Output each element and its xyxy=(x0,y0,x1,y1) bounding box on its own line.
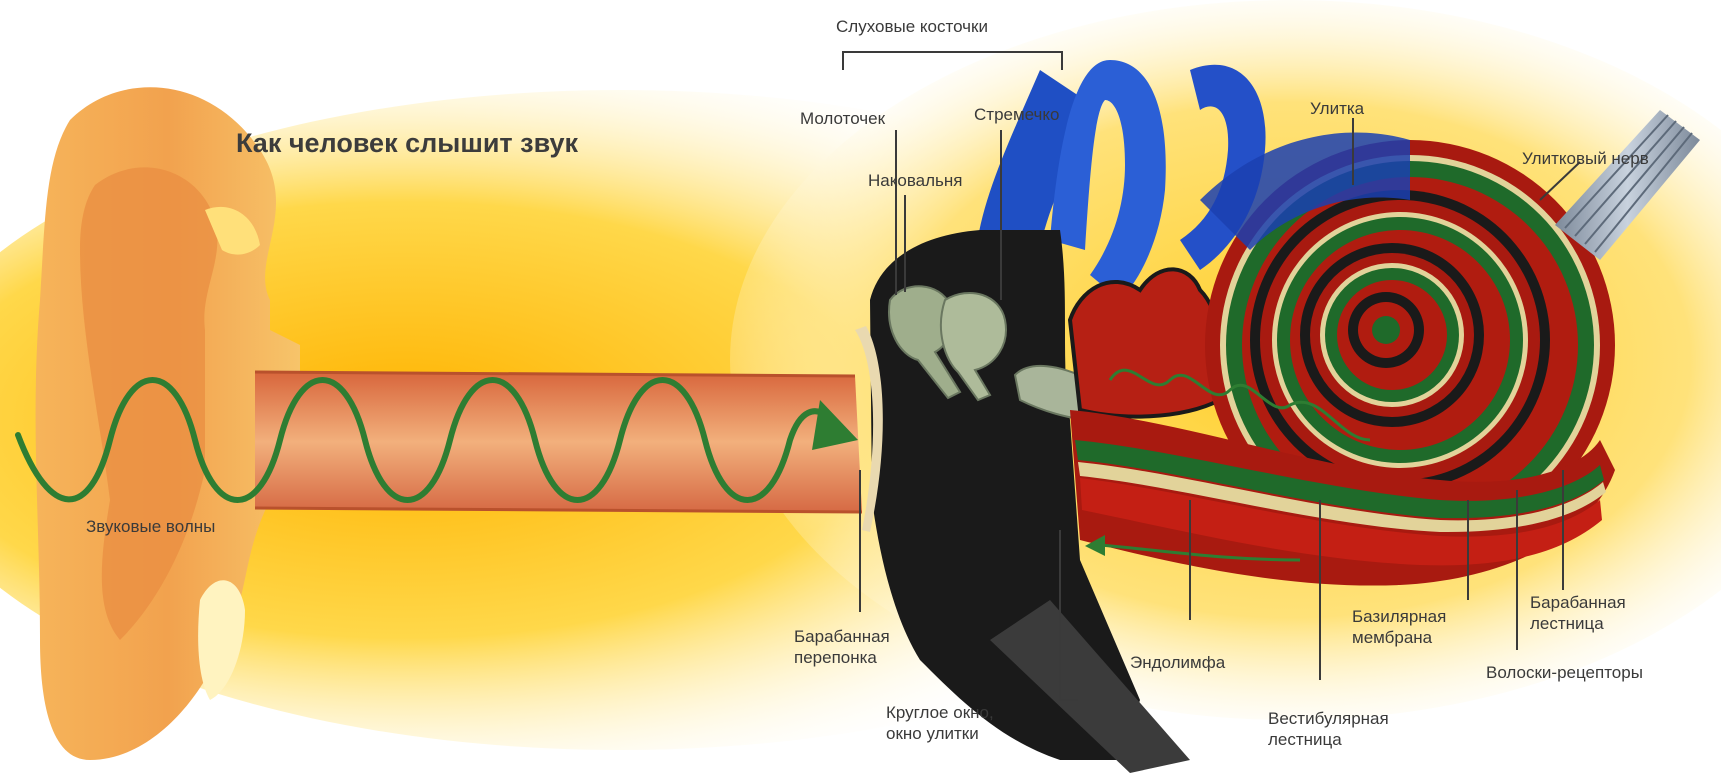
diagram-title: Как человек слышит звук xyxy=(236,128,578,159)
label-stapes: Стремечко xyxy=(974,104,1060,125)
label-cochlea: Улитка xyxy=(1310,98,1364,119)
label-tympanic-line-1: Барабанная xyxy=(1530,592,1626,613)
label-sound-waves: Звуковые волны xyxy=(86,516,215,537)
vestibule-chamber xyxy=(1070,269,1224,416)
label-eardrum-line-1: Барабанная xyxy=(794,626,890,647)
label-basilar-line-2: мембрана xyxy=(1352,627,1446,648)
label-vestibular-line-1: Вестибулярная xyxy=(1268,708,1389,729)
label-tympanic-scala: Барабанная лестница xyxy=(1530,592,1626,634)
label-round-window-line-1: Круглое окно, xyxy=(886,702,994,723)
label-endolymph: Эндолимфа xyxy=(1130,652,1225,673)
label-vestibular-line-2: лестница xyxy=(1268,729,1389,750)
label-malleus: Молоточек xyxy=(800,108,885,129)
label-eardrum: Барабанная перепонка xyxy=(794,626,890,668)
label-hair-cells: Волоски-рецепторы xyxy=(1486,662,1643,683)
label-tympanic-line-2: лестница xyxy=(1530,613,1626,634)
label-eardrum-line-2: перепонка xyxy=(794,647,890,668)
label-incus: Наковальня xyxy=(868,170,962,191)
label-cochlear-nerve: Улитковый нерв xyxy=(1522,148,1649,169)
label-basilar-line-1: Базилярная xyxy=(1352,606,1446,627)
label-vestibular-scala: Вестибулярная лестница xyxy=(1268,708,1389,750)
label-ossicles: Слуховые косточки xyxy=(836,16,988,37)
label-round-window-line-2: окно улитки xyxy=(886,723,994,744)
label-basilar-membrane: Базилярная мембрана xyxy=(1352,606,1446,648)
label-round-window: Круглое окно, окно улитки xyxy=(886,702,994,744)
